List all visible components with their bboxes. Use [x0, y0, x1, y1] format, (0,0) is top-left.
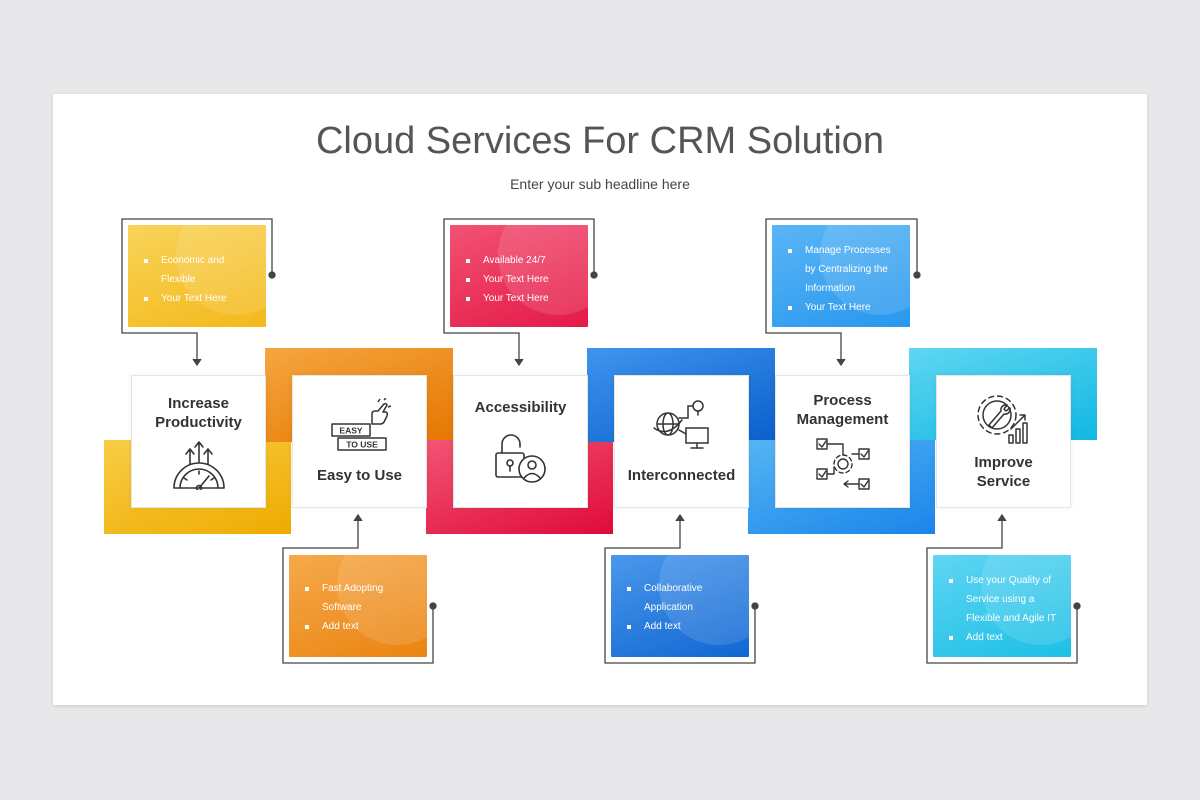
note-item: Collaborative Application [627, 579, 739, 617]
note-item: Your Text Here [788, 298, 900, 317]
card-easy-to-use: EASY TO USE Easy to Use [292, 375, 427, 508]
note-economic: Economic and Flexible Your Text Here [128, 225, 266, 327]
wrench-gear-chart-icon [975, 393, 1033, 449]
note-item: Your Text Here [466, 270, 578, 289]
note-item: Add text [627, 617, 739, 636]
note-item: Add text [305, 617, 417, 636]
svg-text:EASY: EASY [339, 426, 362, 436]
workflow-gear-icon [814, 437, 872, 493]
card-increase-productivity: Increase Productivity [131, 375, 266, 508]
speedometer-icon [170, 440, 228, 490]
padlock-user-icon [492, 431, 550, 485]
note-quality-of-service: Use your Quality of Service using a Flex… [933, 555, 1071, 657]
easy-to-use-icon: EASY TO USE [328, 398, 392, 454]
note-item: Fast Adopting Software [305, 579, 417, 617]
network-globe-icon [652, 398, 712, 454]
card-label: Accessibility [474, 399, 567, 416]
note-item: Manage Processes by Centralizing the Inf… [788, 241, 900, 298]
note-item: Add text [949, 628, 1061, 647]
card-label: Easy to Use [316, 467, 403, 484]
card-label: Improve Service [974, 453, 1033, 490]
card-label: Interconnected [627, 467, 736, 484]
note-item: Your Text Here [466, 289, 578, 308]
note-item: Available 24/7 [466, 251, 578, 270]
note-available: Available 24/7 Your Text Here Your Text … [450, 225, 588, 327]
note-item: Economic and Flexible [144, 251, 256, 289]
card-label: Increase Productivity [155, 394, 242, 431]
card-label: Process Management [796, 391, 889, 428]
note-manage-processes: Manage Processes by Centralizing the Inf… [772, 225, 910, 327]
note-fast-adopting: Fast Adopting Software Add text [289, 555, 427, 657]
card-process-management: Process Management [775, 375, 910, 508]
svg-text:TO USE: TO USE [346, 440, 378, 450]
card-improve-service: Improve Service [936, 375, 1071, 508]
page-title: Cloud Services For CRM Solution [315, 120, 885, 162]
card-interconnected: Interconnected [614, 375, 749, 508]
note-collaborative: Collaborative Application Add text [611, 555, 749, 657]
card-accessibility: Accessibility [453, 375, 588, 508]
note-item: Use your Quality of Service using a Flex… [949, 571, 1061, 628]
note-item: Your Text Here [144, 289, 256, 308]
page-subtitle: Enter your sub headline here [510, 176, 690, 192]
